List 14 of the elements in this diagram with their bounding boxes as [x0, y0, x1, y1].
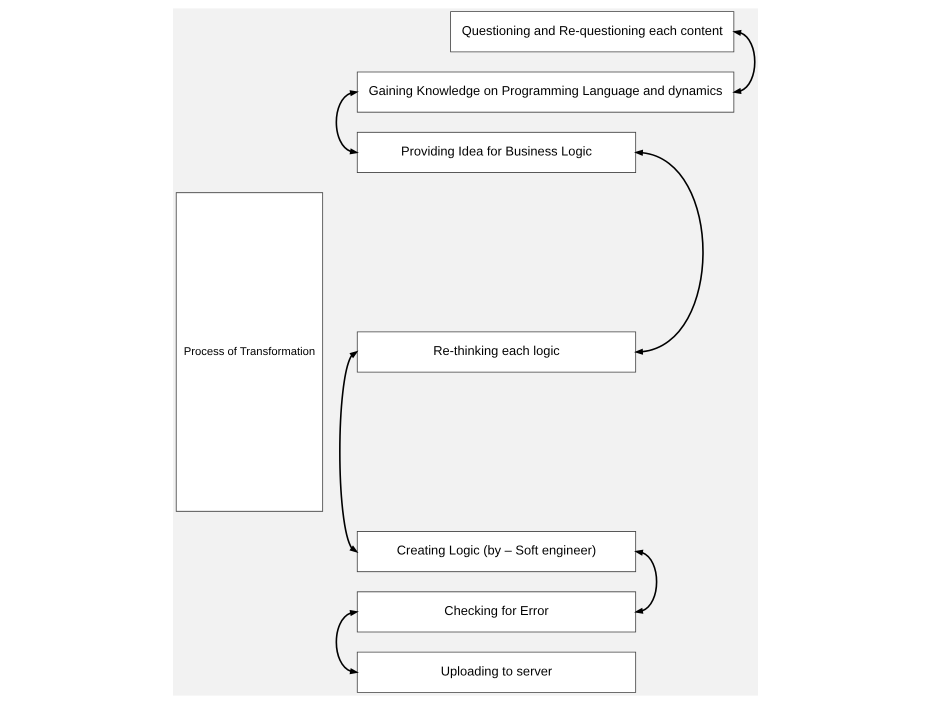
arrow	[338, 350, 358, 553]
arrow	[335, 90, 358, 154]
node-box: Providing Idea for Business Logic	[356, 132, 636, 173]
node-box: Uploading to server	[356, 652, 636, 693]
node-box: Re-thinking each logic	[356, 331, 636, 373]
arrow	[335, 610, 358, 674]
node-box: Checking for Error	[356, 591, 636, 632]
node-box: Process of Transformation	[175, 192, 323, 512]
node-box: Questioning and Re-questioning each content	[450, 11, 734, 52]
arrow	[634, 150, 704, 355]
node-box: Gaining Knowledge on Programming Language and dynamics	[356, 72, 734, 113]
arrow	[732, 30, 756, 94]
node-box: Creating Logic (by – Soft engineer)	[356, 531, 636, 572]
arrow	[634, 550, 657, 614]
